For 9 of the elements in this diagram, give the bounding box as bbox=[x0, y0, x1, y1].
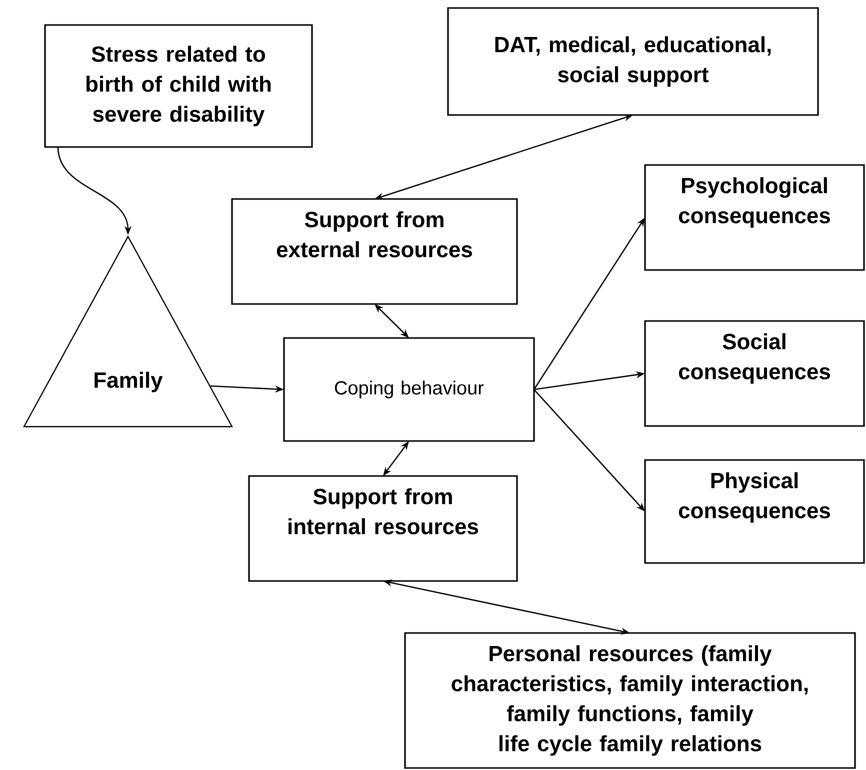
process-box: Support from external resources bbox=[231, 198, 518, 305]
process-box: Support from internal resources bbox=[248, 475, 518, 582]
process-box: Coping behaviour bbox=[283, 337, 535, 442]
process-box: DAT, medical, educational, social support bbox=[447, 7, 819, 116]
process-box: Physical consequences bbox=[644, 459, 865, 564]
process-box: Personal resources (family characteristics, family interaction, family functions, family life cycle family relations bbox=[404, 632, 856, 769]
process-box: Psychological consequences bbox=[644, 164, 865, 271]
process-box: Social consequences bbox=[644, 320, 865, 427]
process-box: Stress related to birth of child with severe disability bbox=[44, 24, 313, 148]
